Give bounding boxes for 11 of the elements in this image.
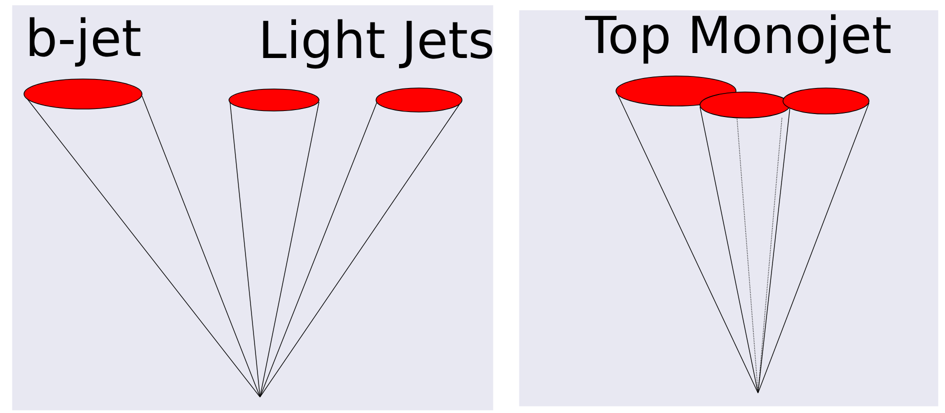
cone-drawing: [700, 92, 790, 394]
panel: [519, 10, 938, 406]
cone-drawing: [24, 78, 260, 398]
cone-drawing: [260, 88, 462, 398]
panel: [12, 5, 494, 410]
cone-drawing: [758, 88, 870, 394]
cone-drawing: [228, 88, 320, 398]
cone-drawing: [616, 76, 758, 394]
panel-heading: Light Jets: [263, 19, 492, 69]
panel-heading: Top Monojet: [585, 14, 891, 64]
panel-heading: b-jet: [30, 17, 140, 67]
